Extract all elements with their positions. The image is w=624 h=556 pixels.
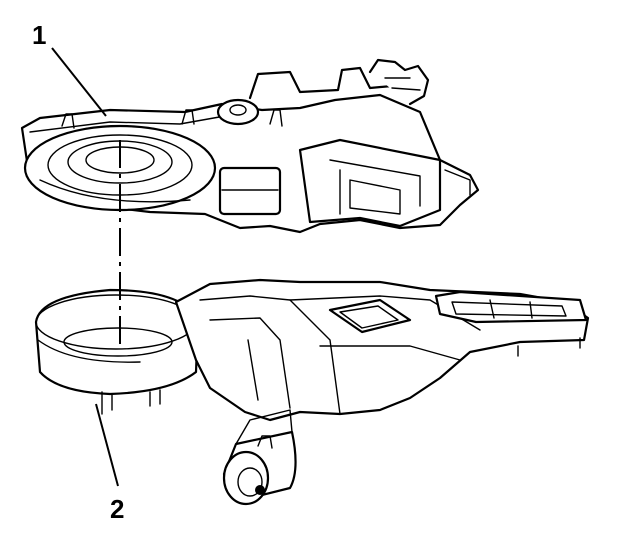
callout-label-1: 1	[32, 20, 46, 50]
upper-housing	[20, 58, 480, 234]
leader-line-1	[51, 47, 107, 117]
leader-line-2	[95, 403, 119, 487]
lower-housing	[34, 278, 590, 506]
callout-label-2: 2	[110, 494, 124, 524]
